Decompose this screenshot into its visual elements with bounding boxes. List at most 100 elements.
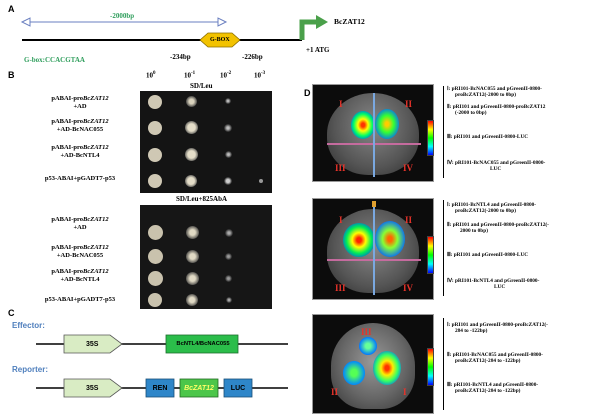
spot [225,151,232,158]
legend-line: proBcZAT12(-2000 to 0bp) [455,208,517,214]
region-arrow-left-head [20,17,31,27]
spot [225,98,231,104]
legend-line: Ⅰ: pRI101-BcNTL4 and pGreenII-0800- [447,202,537,208]
gbox-shape [199,32,241,48]
legend-line: proBcZAT12(-284 to -122bp) [455,388,521,394]
spot [186,226,199,239]
color-scale-bar [427,120,434,156]
legend-line: Ⅱ: pRI101-BcNAC055 and pGreenII-0800- [447,352,543,358]
spot [224,124,232,132]
spot [259,179,263,183]
spot [186,294,198,306]
spot [225,229,233,237]
spot [148,271,163,286]
spot [148,95,162,109]
legend-line: Ⅱ: pRI101 and pGreenII-0800-proBcZAT12 [447,104,546,110]
quadrant-label: II [331,387,339,397]
legend-line: 284 to -122bp) [455,328,488,334]
leaf-image-3: III II I [312,314,434,414]
row-label-4: p53-ABAI+pGADT7-p53 [44,175,116,182]
row-label-6: pABAI-proBcZAT12+AD-BcNAC055 [51,244,109,259]
spot [224,177,232,185]
medium2-label: SD/Leu+825AbA [176,195,228,203]
dilution-header: 100 10-1 10-2 10-3 [140,70,280,80]
spot [225,275,232,282]
tss-arrow [299,19,318,40]
panel-c-letter: C [8,308,15,318]
region-arrow-right-head [217,17,228,27]
luc-signal [359,337,377,355]
gbox-sequence: G-box:CCACGTAA [24,56,85,64]
spot [148,148,162,162]
quadrant-label: I [339,99,343,109]
quadrant-label: I [403,387,407,397]
atg-label: +1 ATG [306,46,330,54]
promoter-diagram [20,15,328,48]
medium1-label: SD/Leu [190,82,213,90]
spot [148,293,162,307]
spot [226,297,232,303]
quadrant-label: III [361,327,372,337]
reporter-35s-arrow [63,378,123,398]
ren-label: REN [152,385,168,392]
legend-line: proBcZAT12(-284 to -122bp) [455,358,521,364]
spot [148,174,162,188]
dilution-1: 10-1 [184,71,196,80]
reporter-luc-box [223,378,253,398]
legend-line: Ⅲ: pRI101-BcNTL4 and pGreenII-0800- [447,382,539,388]
spot [225,253,232,260]
spot [186,96,197,107]
quadrant-label: IV [403,283,414,293]
quadrant-label: III [335,283,346,293]
effector-35s-arrow [63,334,123,354]
spot [185,175,197,187]
effector-label: Effector: [12,321,45,330]
legend-line: proBcZAT12(-2000 to 0bp) [455,92,517,98]
row-label-2: pABAI-proBcZAT12+AD-BcNAC055 [51,118,109,133]
row-label-5: pABAI-proBcZAT12+AD [51,216,109,231]
legend-line: 2000 to 0bp) [460,228,488,234]
gbox-label: G-BOX [210,37,230,43]
effector-gene-label: BcNTL4/BcNAC055 [176,341,230,347]
row-label-7: pABAI-proBcZAT12+AD-BcNTL4 [51,268,109,283]
effector-construct [36,334,288,354]
leaf-image-1: I II III IV [312,84,434,182]
reporter-gene-label: BcZAT12 [184,385,214,392]
effector-35s-label: 35S [86,341,99,348]
legend-line: Ⅲ: pRI101 and pGreenII-0800-LUC [447,134,529,140]
dilution-2: 10-2 [220,71,232,80]
reporter-label: Reporter: [12,365,49,374]
luc-signal [343,361,365,385]
pos2-label: -226bp [242,53,263,61]
luc-signal [375,109,399,139]
legend-line: LUC [490,166,502,172]
yeast-plate-2 [140,205,272,309]
quadrant-label: III [335,163,346,173]
row-label-1: pABAI-proBcZAT12+AD [51,95,109,110]
effector-gene-box [165,334,239,354]
pos1-label: -234bp [170,53,191,61]
reporter-ren-box [145,378,175,398]
row-label-3: pABAI-proBcZAT12+AD-BcNTL4 [51,144,109,159]
leaf-image-2: I II III IV [312,198,434,300]
legend-line: LUC [494,284,506,290]
legend-bracket [443,86,444,178]
reporter-35s-label: 35S [86,385,99,392]
leaf-top-marker [372,201,376,207]
legend-line: Ⅳ: pRI101-BcNAC055 and pGreenII-0800- [447,160,546,166]
spot [186,272,199,285]
legend-line: Ⅲ: pRI101 and pGreenII-0800-LUC [447,252,529,258]
spot [148,225,163,240]
spot [185,121,198,134]
legend-bracket [443,318,444,410]
quadrant-label: I [339,215,343,225]
legend-line: (-2000 to 0bp) [455,110,487,116]
reporter-gene-box [179,378,219,398]
dilution-3: 10-3 [254,71,266,80]
luc-signal [375,221,405,257]
panel-a-letter: A [8,4,15,14]
panel-d-letter: D [304,88,311,98]
legend-line: Ⅱ: pRI101 and pGreenII-0800-proBcZAT12(- [447,222,549,228]
legend-line: Ⅰ: pRI101-BcNAC055 and pGreenII-0800- [447,86,542,92]
luc-signal [373,351,401,385]
